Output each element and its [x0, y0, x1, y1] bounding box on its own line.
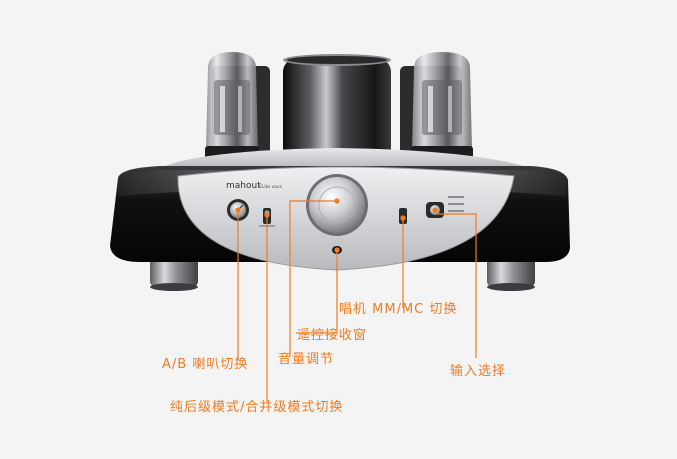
brand-logo: mahout	[226, 181, 261, 191]
callout-speaker-ab: A/B 喇叭切换	[162, 357, 249, 372]
leader-lines	[235, 198, 477, 402]
callout-mode-switch: 纯后级模式/合并级模式切换	[170, 400, 344, 415]
callout-remote-window: 遥控接收窗	[297, 328, 368, 343]
center-transformer	[283, 54, 391, 166]
volume-knob[interactable]	[306, 174, 368, 236]
model-logo: ELite vocs	[259, 184, 282, 190]
vacuum-tube-left	[205, 52, 259, 160]
callout-phono-switch: 唱机 MM/MC 切换	[339, 302, 458, 317]
vacuum-tube-right	[411, 52, 473, 160]
callout-input-select: 输入选择	[450, 364, 507, 379]
callout-volume: 音量调节	[278, 352, 335, 367]
